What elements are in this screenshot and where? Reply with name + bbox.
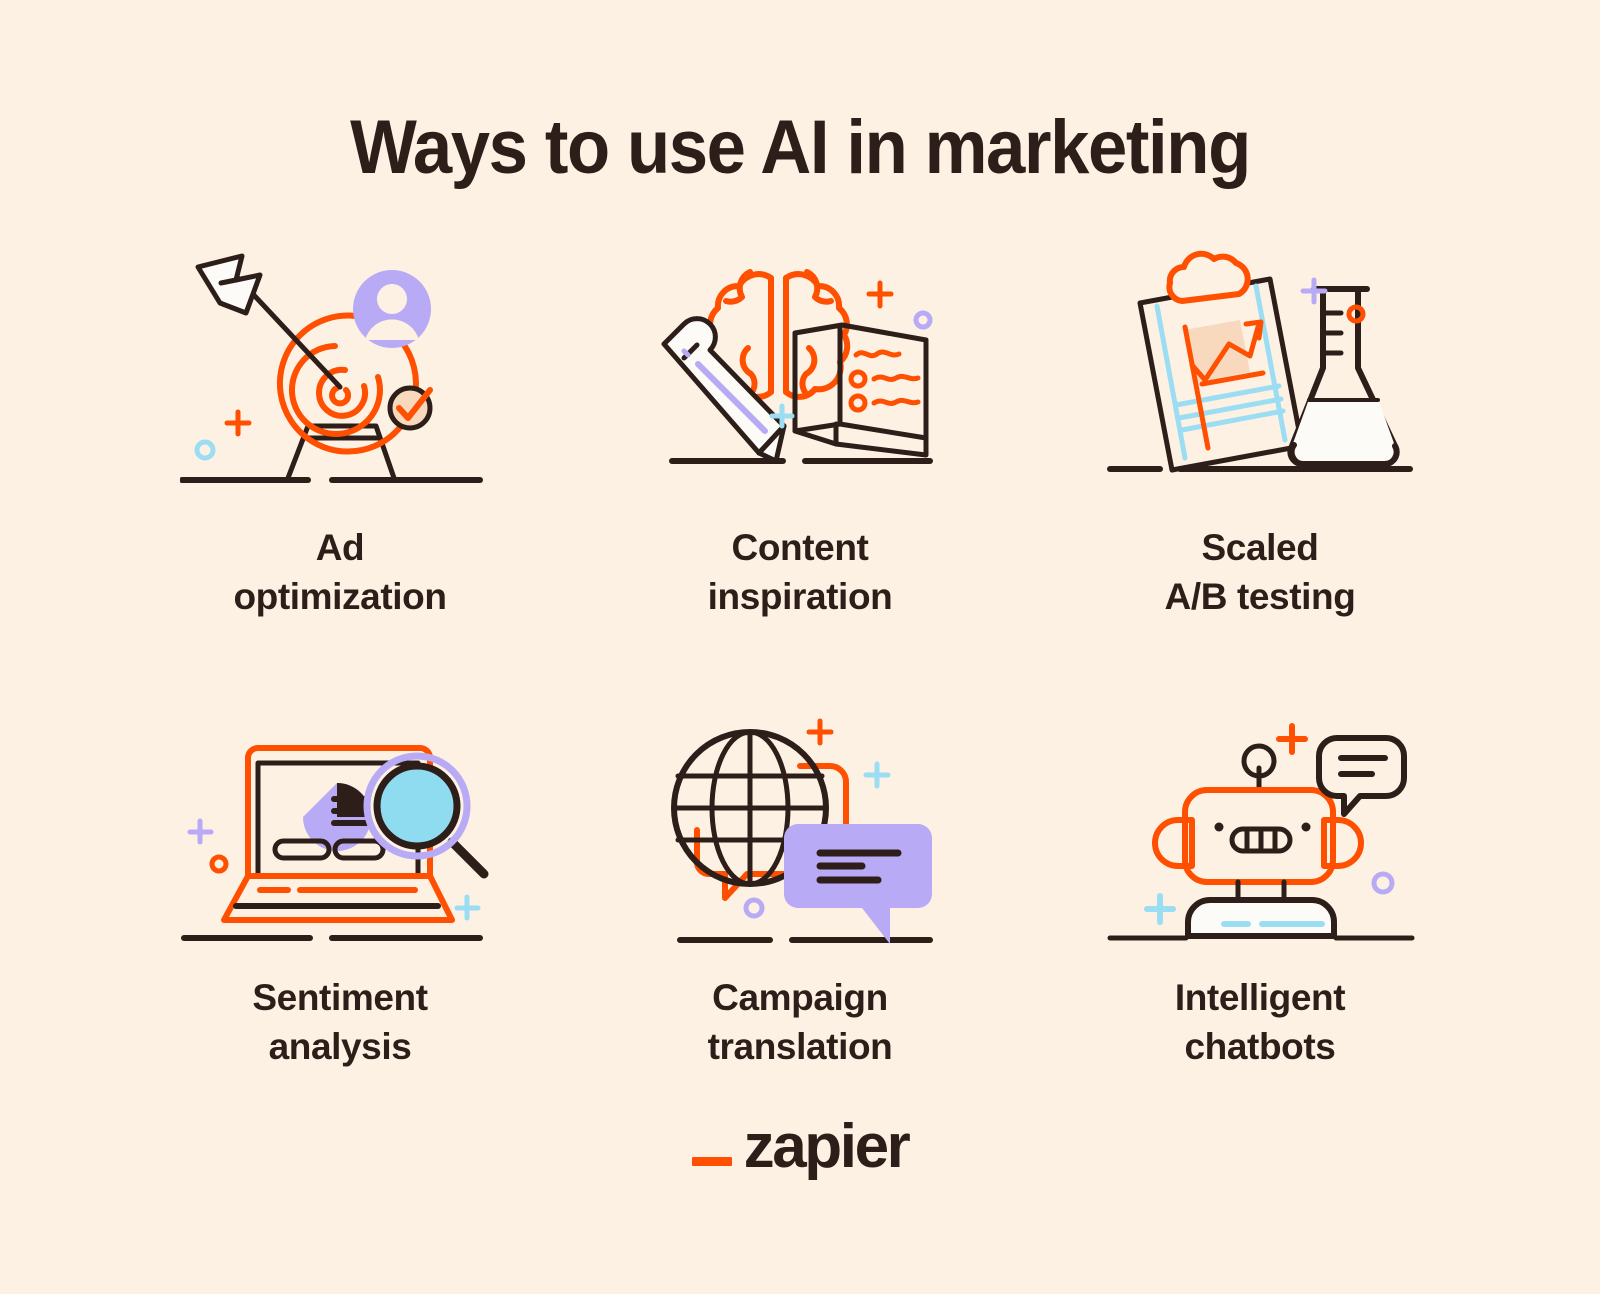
label-line-1: Content [731,527,869,568]
plus-mark [1276,723,1308,755]
plus-mark [806,718,834,746]
label-line-2: translation [707,1025,893,1067]
plus-mark-secondary [863,761,891,789]
item-campaign-translation: Campaign translation [570,698,1030,1148]
circle-mark [194,439,216,461]
robot-chat-icon [1100,698,1420,948]
speech-bubble-filled [784,824,932,944]
zapier-logo: zapier [0,1116,1600,1178]
label-line-2: A/B testing [1164,575,1356,617]
circle-mark [913,310,933,330]
check-badge [387,385,433,431]
page-title: Ways to use AI in marketing [350,105,1251,190]
item-label: Ad optimization [233,524,446,622]
item-scaled-ab-testing: Scaled A/B testing [1030,248,1490,698]
brain-book-pencil-icon [640,248,960,498]
plus-mark-secondary [769,403,795,429]
circle-mark [743,897,765,919]
zapier-wordmark: zapier [743,1112,911,1181]
plus-mark [187,818,214,845]
label-line-1: Sentiment [252,977,428,1018]
item-label: Scaled A/B testing [1165,524,1356,622]
plus-mark [866,280,894,309]
laptop-magnifier-icon [180,698,500,948]
item-label: Sentiment analysis [252,974,428,1072]
item-label: Intelligent chatbots [1174,974,1346,1072]
circle-mark [1346,304,1366,324]
user-avatar-badge [353,270,431,348]
item-label: Content inspiration [708,524,893,622]
plus-mark [224,409,252,437]
plus-mark [1300,277,1328,305]
target-arrow-icon [180,248,500,498]
item-intelligent-chatbots: Intelligent chatbots [1030,698,1490,1148]
circle-mark [1371,871,1395,895]
plus-mark-secondary [454,894,481,921]
label-line-1: Scaled [1201,527,1319,568]
speech-bubble [1316,735,1407,817]
label-line-1: Ad [315,527,365,568]
label-line-2: chatbots [1184,1025,1336,1067]
item-sentiment-analysis: Sentiment analysis [110,698,570,1148]
underscore-mark-icon [691,1157,732,1166]
magnifying-glass [363,752,471,860]
item-content-inspiration: Content inspiration [570,248,1030,698]
item-label: Campaign translation [708,974,893,1072]
circle-mark [209,854,229,874]
label-line-2: analysis [268,1025,412,1067]
label-line-1: Campaign [712,977,888,1018]
items-grid: Ad optimization [110,248,1490,1148]
globe-chat-icon [640,698,960,948]
plus-mark-secondary [1144,893,1176,925]
item-ad-optimization: Ad optimization [110,248,570,698]
label-line-1: Intelligent [1174,977,1346,1018]
clipboard-flask-icon [1100,248,1420,498]
label-line-2: inspiration [707,575,893,617]
label-line-2: optimization [233,575,447,617]
